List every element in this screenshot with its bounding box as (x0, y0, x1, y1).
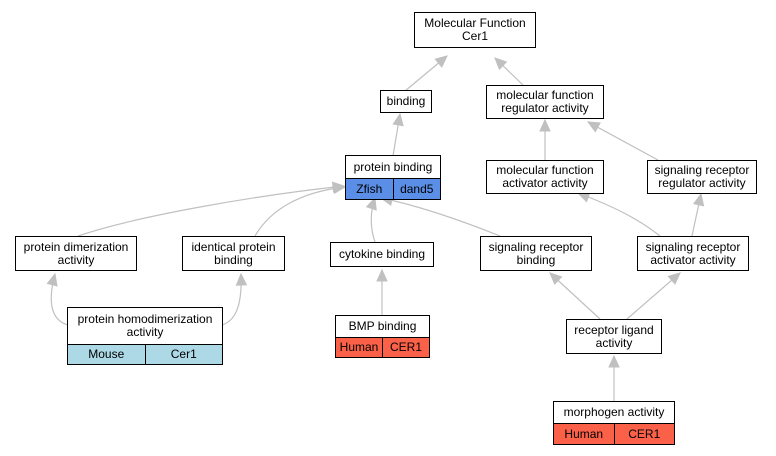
node-label: signaling receptor regulator activity (654, 163, 750, 190)
edge-dimerization-to-protein-binding (77, 185, 345, 237)
node-label: molecular function activator activity (496, 163, 594, 190)
node-identical-protein-binding[interactable]: identical protein binding (182, 236, 285, 271)
gene-tag: CER1 (613, 424, 675, 444)
edge-sr-activator-to-mf-activator (577, 192, 661, 237)
arrowhead (539, 118, 551, 132)
arrowhead (608, 354, 620, 368)
species-tag: Zfish (356, 181, 383, 196)
arrowhead (434, 55, 448, 68)
node-label: protein dimerization activity (23, 239, 129, 267)
edge-sr-regulator-to-regulator (587, 121, 659, 161)
arrowhead (392, 112, 404, 127)
arrowhead (667, 272, 681, 285)
edge-identical-to-protein-binding (254, 186, 346, 237)
edge-receptor-ligand-to-sr-activator (626, 272, 681, 320)
arrowhead (494, 57, 508, 71)
gene-tag: Cer1 (144, 345, 223, 364)
arrowhead (376, 268, 388, 282)
species-tag: Mouse (88, 347, 125, 361)
arrowhead (549, 272, 563, 286)
node-morphogen-activity[interactable]: morphogen activity Human CER1 (553, 401, 675, 445)
node-receptor-ligand-activity[interactable]: receptor ligand activity (566, 319, 662, 354)
gene-tag: dand5 (392, 179, 441, 199)
species-gene-row: Human CER1 (554, 423, 674, 444)
node-binding[interactable]: binding (380, 90, 432, 113)
arrowhead (235, 272, 248, 286)
node-bmp-binding[interactable]: BMP binding Human CER1 (335, 315, 430, 358)
node-signaling-receptor-binding[interactable]: signaling receptor binding (480, 236, 592, 271)
arrowhead (332, 182, 347, 195)
species-gene-row: Human CER1 (336, 337, 429, 357)
species-gene-row: Zfish dand5 (346, 178, 440, 199)
node-protein-binding[interactable]: protein binding Zfish dand5 (345, 155, 441, 200)
node-signaling-receptor-regulator-activity[interactable]: signaling receptor regulator activity (647, 160, 757, 194)
node-molecular-function-activator-activity[interactable]: molecular function activator activity (486, 160, 604, 194)
node-label: Molecular Function Cer1 (424, 16, 526, 43)
node-protein-homodimerization-activity[interactable]: protein homodimerization activity Mouse … (67, 307, 223, 365)
node-label: identical protein binding (191, 239, 276, 267)
node-label: binding (386, 94, 426, 108)
arrowhead (586, 121, 601, 133)
node-label: protein binding (353, 159, 433, 174)
arrowhead (365, 196, 377, 211)
arrowhead (692, 192, 705, 207)
species-tag: Human (564, 426, 604, 441)
species-tag: Human (339, 340, 379, 354)
node-molecular-function[interactable]: Molecular Function Cer1 (414, 12, 536, 48)
node-molecular-function-regulator-activity[interactable]: molecular function regulator activity (486, 85, 604, 119)
node-label: morphogen activity (563, 405, 665, 419)
node-label: cytokine binding (338, 247, 426, 261)
node-label: molecular function regulator activity (496, 88, 594, 115)
node-label: signaling receptor activator activity (645, 239, 741, 267)
species-gene-row: Mouse Cer1 (68, 344, 222, 364)
arrowhead (46, 272, 58, 287)
node-label: receptor ligand activity (574, 322, 654, 350)
node-protein-dimerization-activity[interactable]: protein dimerization activity (15, 236, 137, 271)
node-label: protein homodimerization activity (77, 312, 213, 339)
gene-tag: CER1 (382, 338, 429, 357)
node-cytokine-binding[interactable]: cytokine binding (330, 242, 434, 267)
node-label: signaling receptor binding (488, 239, 584, 267)
node-label: BMP binding (348, 319, 417, 333)
edge-sr-binding-to-protein-binding (380, 197, 501, 237)
node-signaling-receptor-activator-activity[interactable]: signaling receptor activator activity (637, 236, 749, 271)
